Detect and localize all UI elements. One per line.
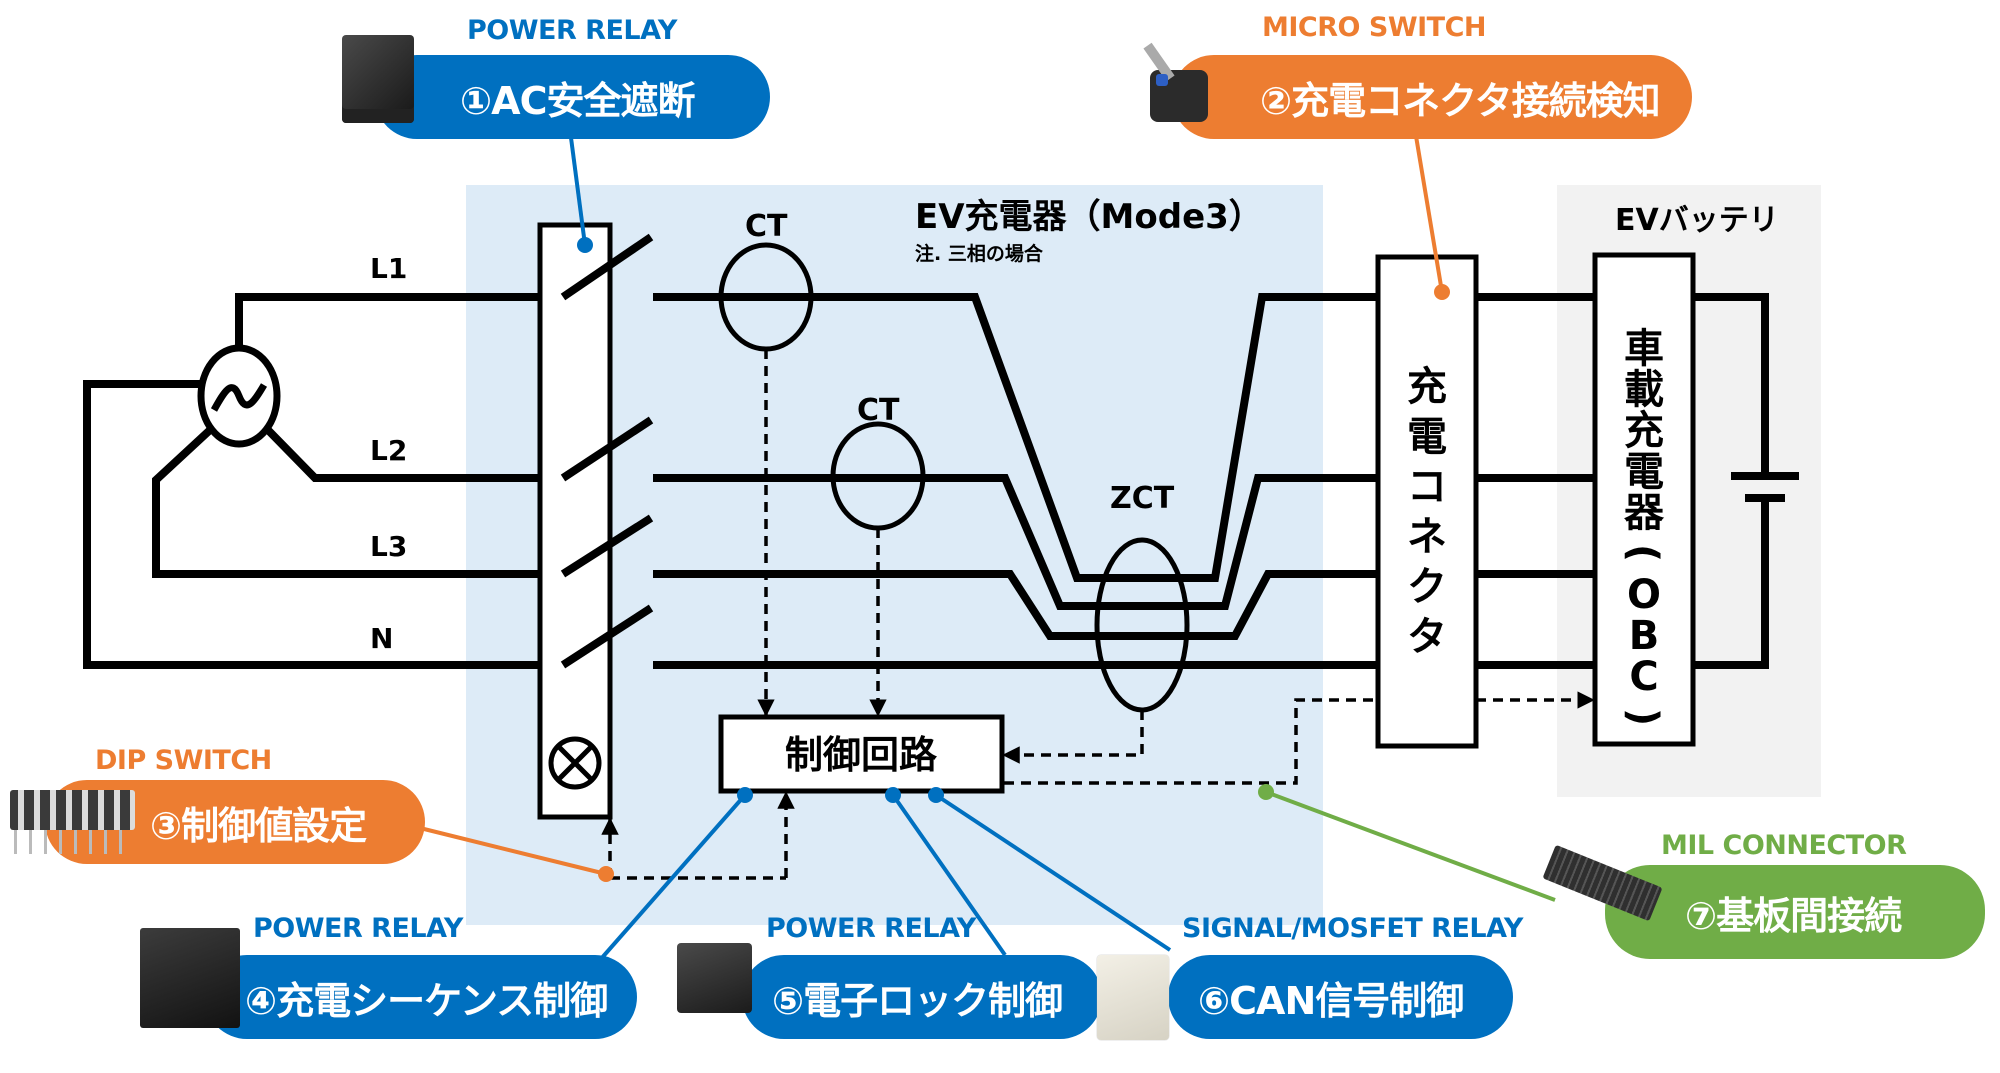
- callout-5-electronic-lock[interactable]: ⑤電子ロック制御: [742, 955, 1102, 1039]
- obc-label-char: (: [1620, 544, 1666, 562]
- control-circuit-label: 制御回路: [785, 733, 938, 777]
- charger-title: EV充電器（Mode3）: [915, 197, 1263, 237]
- micro-switch-icon: [1143, 42, 1208, 122]
- relay-lamp-icon: [548, 736, 602, 790]
- ct1-label: CT: [745, 209, 788, 244]
- charging-connector-label: 充電コネクタ: [1407, 364, 1447, 660]
- obc-label-char: 載: [1624, 367, 1664, 413]
- zct-label: ZCT: [1110, 481, 1175, 516]
- callout-4-label: ④充電シーケンス制御: [245, 978, 608, 1023]
- ct2-label: CT: [857, 393, 900, 428]
- callout-1-label: ①AC安全遮断: [460, 78, 695, 123]
- callout-3-label: ③制御値設定: [150, 803, 367, 848]
- leader-lines: [419, 129, 1556, 962]
- sine-wave-icon: [210, 383, 268, 412]
- conn-label-char: ク: [1407, 564, 1447, 610]
- obc-label-char: C: [1629, 654, 1658, 700]
- line-label-l3: L3: [370, 530, 407, 563]
- obc-label-char: 器: [1624, 490, 1665, 536]
- callout-2-connector-detection[interactable]: ②充電コネクタ接続検知: [1172, 55, 1692, 139]
- callout-1-category: POWER RELAY: [467, 15, 677, 46]
- callout-3-category: DIP SWITCH: [95, 745, 272, 776]
- dip-switch-icon: [10, 790, 135, 854]
- obc-label-char: 電: [1624, 449, 1664, 495]
- conn-label-char: 充: [1407, 364, 1447, 410]
- signal-relay-icon: [1097, 955, 1169, 1040]
- callout-6-can-signal[interactable]: ⑥CAN信号制御: [1168, 955, 1513, 1039]
- conn-label-char: タ: [1407, 614, 1447, 660]
- leader-dots: [577, 237, 1450, 882]
- battery-title: EVバッテリ: [1615, 203, 1779, 238]
- line-label-l1: L1: [370, 252, 407, 285]
- relay-box: [537, 222, 613, 820]
- obc-box: [1592, 252, 1696, 747]
- ac-source-wiring: [83, 293, 563, 669]
- obc-label-char: 車: [1624, 326, 1664, 372]
- control-circuit-box: [718, 714, 1005, 794]
- power-lines: [653, 293, 1769, 669]
- obc-label-char: O: [1627, 572, 1661, 618]
- power-relay-icon: [677, 943, 752, 1013]
- power-relay-icon: [140, 928, 240, 1028]
- callout-5-category: POWER RELAY: [766, 913, 976, 944]
- line-label-l2: L2: [370, 434, 407, 467]
- callout-2-category: MICRO SWITCH: [1262, 12, 1486, 43]
- relay-switches: [560, 233, 654, 669]
- conn-label-char: ネ: [1407, 514, 1447, 560]
- callout-7-label: ⑦基板間接続: [1685, 893, 1902, 938]
- power-relay-icon: [342, 35, 414, 123]
- callout-7-category: MIL CONNECTOR: [1661, 830, 1907, 861]
- obc-label-char: ): [1620, 708, 1666, 726]
- line-label-n: N: [370, 622, 393, 655]
- conn-label-char: コ: [1407, 464, 1447, 510]
- callout-2-label: ②充電コネクタ接続検知: [1260, 78, 1661, 123]
- obc-label-char: B: [1629, 613, 1660, 659]
- callout-7-board-connection[interactable]: ⑦基板間接続: [1605, 865, 1985, 959]
- callout-6-category: SIGNAL/MOSFET RELAY: [1182, 913, 1524, 944]
- conn-label-char: 電: [1407, 414, 1447, 460]
- charger-note: 注. 三相の場合: [915, 242, 1044, 265]
- callout-4-charge-sequence[interactable]: ④充電シーケンス制御: [205, 955, 637, 1039]
- obc-label-char: 充: [1624, 408, 1664, 454]
- callout-6-label: ⑥CAN信号制御: [1198, 978, 1464, 1023]
- callout-1-ac-safety-cutoff[interactable]: ①AC安全遮断: [375, 55, 770, 139]
- callout-5-label: ⑤電子ロック制御: [772, 978, 1063, 1023]
- callout-4-category: POWER RELAY: [253, 913, 463, 944]
- charging-connector-box: [1375, 254, 1479, 749]
